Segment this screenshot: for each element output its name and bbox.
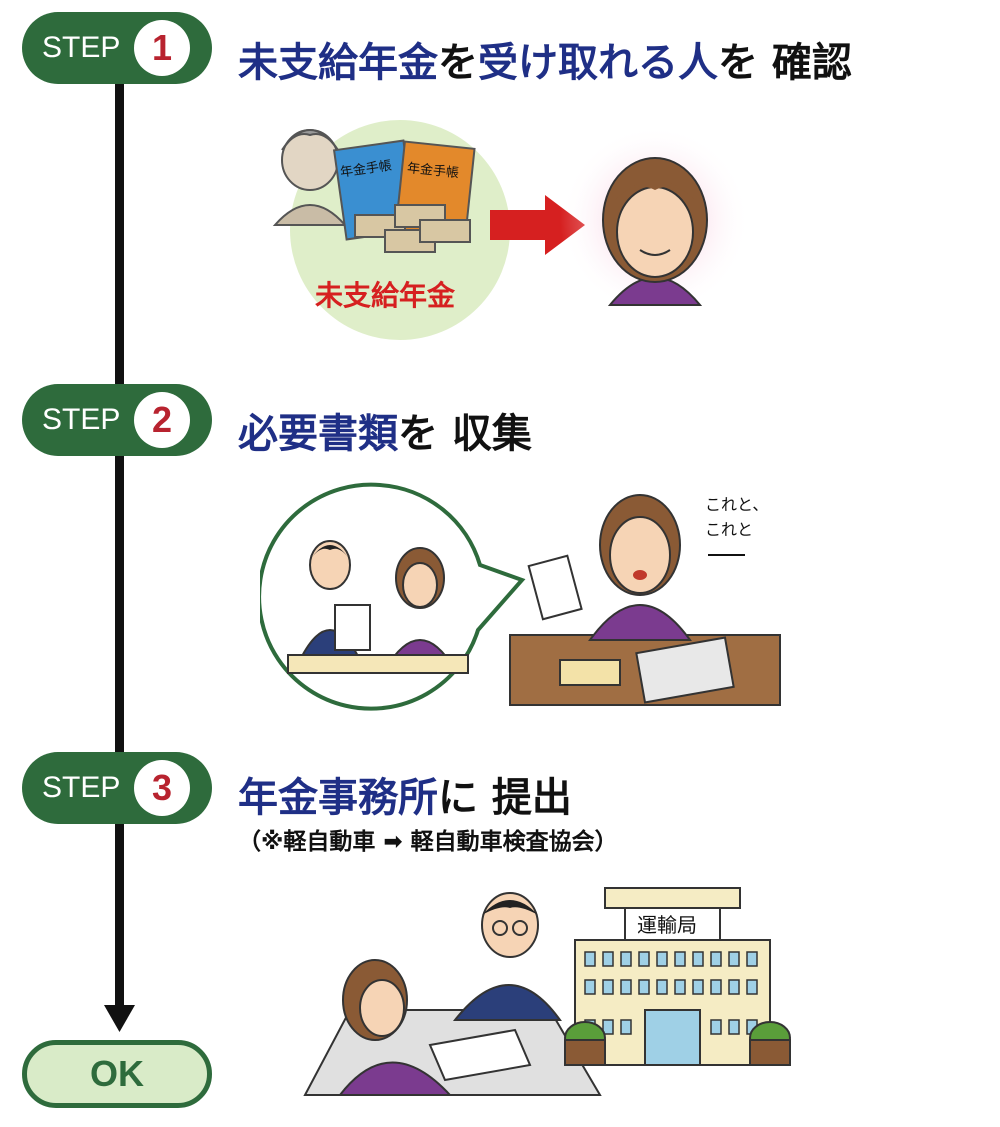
money-bundle-icon: [354, 204, 471, 253]
step-2-heading: 必要書類を 収集: [238, 411, 532, 457]
step-2-illustration: これと、 これと: [260, 482, 781, 711]
step-2-number: 2: [134, 392, 190, 448]
recipient-woman-icon: [602, 157, 708, 306]
step-3-badge: STEP 3: [22, 752, 212, 824]
desk-icon: [509, 634, 781, 706]
document-icon: [428, 1028, 532, 1082]
step-2-badge: STEP 2: [22, 384, 212, 456]
counter-clerk-icon: [298, 540, 362, 661]
staff-man-icon: [452, 892, 562, 1021]
step-3-note: （※軽自動車 ➡ 軽自動車検査協会）: [238, 829, 618, 855]
step-1-number: 1: [134, 20, 190, 76]
step-2-label: STEP: [42, 403, 121, 436]
ok-badge: OK: [22, 1040, 212, 1108]
step-1-badge: STEP 1: [22, 12, 212, 84]
woman-reading-icon: [588, 494, 692, 641]
down-arrow-icon: [104, 1005, 135, 1032]
step-3-number: 3: [134, 760, 190, 816]
paper-icon: [527, 554, 583, 621]
step-3-label: STEP: [42, 771, 121, 804]
step-3-heading: 年金事務所に 提出: [238, 775, 572, 821]
document-icon: [334, 604, 371, 651]
step-3-illustration: 運輸局: [303, 887, 791, 1096]
unpaid-pension-label: 未支給年金: [315, 279, 456, 312]
transport-bureau-building-icon: 運輸局: [564, 887, 791, 1066]
step-1-heading: 未支給年金を受け取れる人を 確認: [238, 40, 852, 86]
svg-text:年金手帳: 年金手帳: [406, 160, 459, 181]
speech-line-2: これと: [705, 520, 753, 539]
svg-text:年金手帳: 年金手帳: [339, 158, 393, 181]
step-1-label: STEP: [42, 31, 121, 64]
building-sign: 運輸局: [637, 913, 697, 937]
step-1-illustration: 年金手帳 年金手帳 未支給年金: [272, 120, 750, 340]
visitor-woman-icon: [337, 959, 453, 1096]
speech-line-1: これと、: [705, 495, 768, 514]
